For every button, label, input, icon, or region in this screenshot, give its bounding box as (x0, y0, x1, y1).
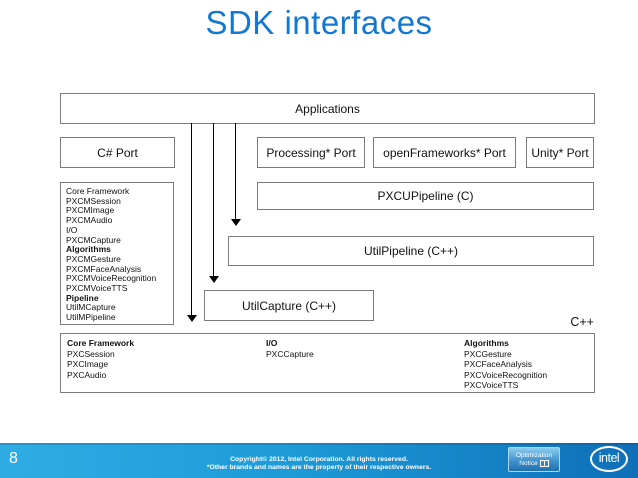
list-item-pipeline-header: Pipeline (66, 292, 99, 303)
column-item: PXCVoiceTTS (464, 380, 519, 391)
column-item: PXCAudio (67, 369, 107, 380)
book-icon (539, 459, 549, 467)
column-item: PXCGesture (464, 348, 512, 359)
list-item: UtilMPipeline (66, 312, 116, 323)
copyright-line-2: *Other brands and names are the property… (206, 464, 432, 471)
copyright-line-1: Copyright© 2012, Intel Corporation. All … (230, 456, 408, 463)
cpp-section-label: C++ (570, 315, 594, 329)
slide-number: 8 (9, 450, 18, 467)
list-item: UtilMCapture (66, 302, 116, 313)
util-capture-box: UtilCapture (C++) (204, 290, 374, 321)
openframeworks-port-box: openFrameworks* Port (373, 137, 516, 168)
column-item: PXCSession (67, 348, 115, 359)
intel-logo: intel (590, 446, 628, 472)
csharp-module-list-box: Core Framework PXCMSession PXCMImage PXC… (60, 182, 174, 325)
openframeworks-port-label: openFrameworks* Port (383, 145, 506, 160)
csharp-port-box: C# Port (60, 137, 175, 168)
optimization-notice-line-1: Optimization (515, 452, 553, 459)
pxcu-pipeline-label: PXCUPipeline (C) (377, 189, 474, 203)
processing-port-label: Processing* Port (266, 145, 356, 160)
util-pipeline-box: UtilPipeline (C++) (228, 236, 594, 266)
list-item: Core Framework (66, 186, 130, 196)
list-item-algorithms-header: Algorithms (66, 244, 111, 255)
list-item: I/O (66, 224, 78, 235)
optimization-notice-line-2: Notice (519, 459, 538, 467)
column-header: I/O (266, 338, 278, 348)
processing-port-box: Processing* Port (257, 137, 365, 168)
cpp-column-algorithms: Algorithms PXCGesture PXCFaceAnalysis PX… (464, 338, 547, 391)
list-item: PXCMImage (66, 205, 115, 216)
list-item: PXCMVoiceRecognition (66, 273, 157, 284)
util-capture-label: UtilCapture (C++) (241, 298, 337, 313)
cpp-column-core-framework: Core Framework PXCSession PXCImage PXCAu… (67, 338, 134, 380)
unity-port-label: Unity* Port (531, 145, 589, 160)
list-item: PXCMGesture (66, 253, 121, 264)
csharp-port-label: C# Port (97, 145, 138, 160)
optimization-notice-button[interactable]: Optimization Notice (508, 447, 560, 472)
arrow-applications-to-utilpipeline (231, 123, 241, 226)
footer-bar: 8 Copyright© 2012, Intel Corporation. Al… (0, 443, 638, 478)
column-header: Algorithms (464, 338, 509, 348)
cpp-column-io: I/O PXCCapture (266, 338, 314, 359)
list-item: PXCMCapture (66, 234, 121, 245)
unity-port-box: Unity* Port (526, 137, 594, 168)
column-item: PXCCapture (266, 348, 314, 359)
column-item: PXCVoiceRecognition (464, 369, 548, 380)
column-header: Core Framework (67, 338, 135, 348)
list-item: PXCMVoiceTTS (66, 283, 128, 294)
column-item: PXCFaceAnalysis (464, 359, 533, 370)
list-item: PXCMSession (66, 195, 121, 206)
applications-box: Applications (60, 93, 595, 124)
column-item: PXCImage (67, 359, 109, 370)
applications-label: Applications (295, 101, 360, 116)
intel-logo-text: intel (598, 451, 620, 465)
list-item: PXCMFaceAnalysis (66, 263, 142, 274)
page-title: SDK interfaces (205, 4, 433, 41)
arrow-applications-to-utilcapture (209, 123, 219, 283)
pxcu-pipeline-box: PXCUPipeline (C) (257, 182, 594, 210)
arrow-applications-to-cpp-modules (187, 123, 197, 322)
copyright-text: Copyright© 2012, Intel Corporation. All … (0, 456, 638, 472)
cpp-module-box: Core Framework PXCSession PXCImage PXCAu… (60, 333, 595, 393)
list-item: PXCMAudio (66, 215, 113, 226)
util-pipeline-label: UtilPipeline (C++) (363, 244, 459, 258)
